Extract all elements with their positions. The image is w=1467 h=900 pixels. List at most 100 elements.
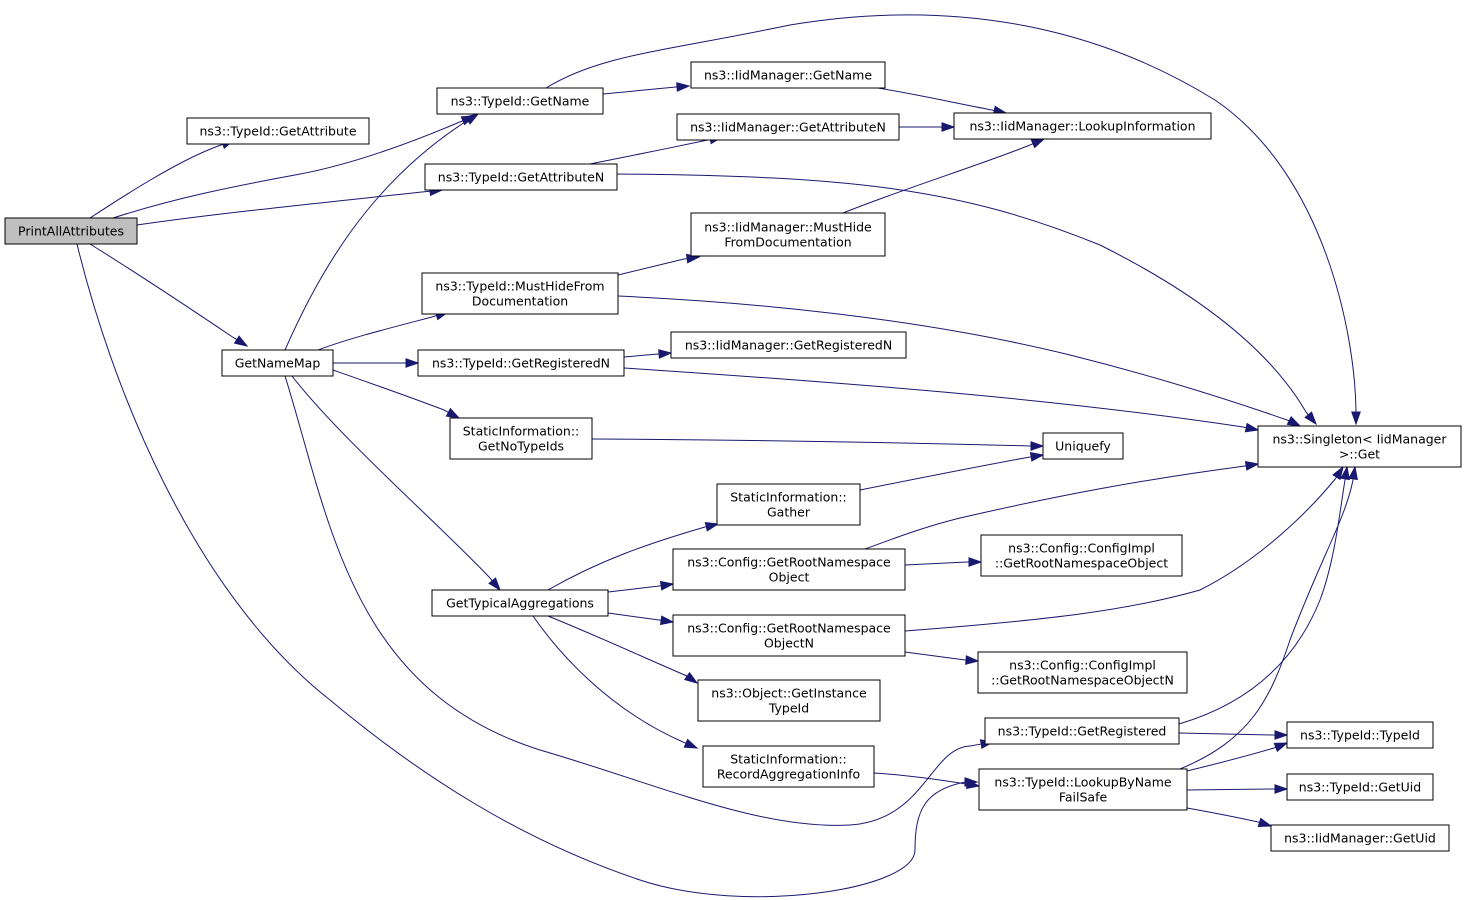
arrowhead-icon xyxy=(1244,461,1260,471)
node-box xyxy=(417,349,625,377)
arrowhead-icon xyxy=(683,738,699,749)
node-label: ns3::TypeId::GetRegistered xyxy=(998,724,1167,739)
arrowhead-icon xyxy=(1030,138,1046,149)
node-label: ns3::TypeId::GetUid xyxy=(1299,780,1421,795)
node-iidGetAttributeN[interactable]: ns3::IidManager::GetAttributeN xyxy=(676,113,900,141)
node-label: ns3::IidManager::MustHide xyxy=(704,220,872,235)
edge-mustHide-to-singletonGet xyxy=(617,295,1302,427)
node-label: ns3::TypeId::GetName xyxy=(451,94,590,109)
edge-line xyxy=(89,147,214,219)
edge-line xyxy=(617,295,1291,422)
node-label: GetTypicalAggregations xyxy=(446,596,594,611)
node-implRootNs[interactable]: ns3::Config::ConfigImpl::GetRootNamespac… xyxy=(980,534,1183,577)
edge-line xyxy=(607,612,660,621)
node-getAttributeN[interactable]: ns3::TypeId::GetAttributeN xyxy=(424,163,618,191)
edge-mustHide-to-iidMustHide xyxy=(617,253,701,276)
node-iidGetUid[interactable]: ns3::IidManager::GetUid xyxy=(1270,824,1450,852)
node-box xyxy=(690,61,886,89)
arrowhead-icon xyxy=(676,82,691,92)
edge-line xyxy=(136,191,423,226)
node-cfgRootNsN[interactable]: ns3::Config::GetRootNamespaceObjectN xyxy=(672,614,906,657)
arrowhead-icon xyxy=(658,349,673,359)
edge-line xyxy=(1186,747,1275,772)
edge-line xyxy=(1179,479,1354,770)
arrowhead-icon xyxy=(968,557,983,567)
edge-getNameMap-to-getTypicalAgg xyxy=(291,375,501,592)
node-box xyxy=(436,87,604,115)
edge-line xyxy=(1186,788,1274,791)
node-label: ns3::TypeId::TypeId xyxy=(1300,728,1420,743)
node-implRootNsN[interactable]: ns3::Config::ConfigImpl::GetRootNamespac… xyxy=(977,651,1188,694)
node-typeIdCtor[interactable]: ns3::TypeId::TypeId xyxy=(1286,721,1434,749)
edge-line-tail xyxy=(1305,411,1309,416)
edge-iidGetName-to-iidLookupInfo xyxy=(877,87,1008,116)
node-getNameMap[interactable]: GetNameMap xyxy=(221,349,334,377)
edge-getAttributeN-to-singletonGet xyxy=(616,173,1317,426)
node-box xyxy=(702,745,875,788)
edge-line xyxy=(1178,479,1346,725)
edge-print-to-getAttributeN xyxy=(136,186,444,226)
edge-line xyxy=(76,243,966,898)
node-getAttribute[interactable]: ns3::TypeId::GetAttribute xyxy=(186,117,370,145)
node-iidGetRegisteredN[interactable]: ns3::IidManager::GetRegisteredN xyxy=(670,331,907,359)
node-box xyxy=(431,589,609,617)
node-getRegisteredN[interactable]: ns3::TypeId::GetRegisteredN xyxy=(417,349,625,377)
node-label: ns3::Config::ConfigImpl xyxy=(1009,658,1156,673)
node-box xyxy=(221,349,334,377)
node-label: GetNoTypeIds xyxy=(478,439,564,454)
node-box xyxy=(1286,721,1434,749)
node-cfgRootNs[interactable]: ns3::Config::GetRootNamespaceObject xyxy=(672,548,906,591)
edge-line xyxy=(877,87,993,111)
edge-line-tail xyxy=(489,577,493,582)
node-uniquefy[interactable]: Uniquefy xyxy=(1042,432,1124,460)
node-label: ::GetRootNamespaceObject xyxy=(995,556,1168,571)
call-nodes: PrintAllAttributes ns3::TypeId::GetAttrib… xyxy=(4,61,1462,852)
node-typeIdGetUid[interactable]: ns3::TypeId::GetUid xyxy=(1286,773,1434,801)
node-staticGather[interactable]: StaticInformation::Gather xyxy=(716,483,861,526)
arrowhead-icon xyxy=(1340,465,1350,481)
node-box xyxy=(984,717,1180,745)
edge-cfgRootNs-to-implRootNs xyxy=(904,557,983,567)
edge-getRegisteredN-to-iidGetRegisteredN xyxy=(623,349,673,359)
edge-line-tail xyxy=(1242,426,1247,429)
node-label: ::GetRootNamespaceObjectN xyxy=(991,673,1174,688)
node-getRegistered[interactable]: ns3::TypeId::GetRegistered xyxy=(984,717,1180,745)
edge-line-tail xyxy=(461,119,469,125)
arrowhead-icon xyxy=(1029,452,1045,462)
edge-line xyxy=(617,258,685,276)
node-box xyxy=(672,614,906,657)
edge-line-tail xyxy=(421,190,431,193)
node-singletonGet[interactable]: ns3::Singleton< IidManager>::Get xyxy=(1257,425,1462,468)
edge-lookupByName-to-typeIdCtor xyxy=(1186,742,1289,772)
arrowhead-icon xyxy=(1286,416,1302,427)
node-getTypicalAgg[interactable]: GetTypicalAggregations xyxy=(431,589,609,617)
node-box xyxy=(1257,425,1462,468)
edge-lookupByName-to-singletonGet xyxy=(1179,465,1358,770)
node-label: ns3::IidManager::GetRegisteredN xyxy=(685,338,892,353)
edge-line xyxy=(589,140,704,165)
edge-getTypicalAgg-to-staticGather xyxy=(547,522,720,591)
edge-line xyxy=(291,375,491,579)
edge-line xyxy=(547,526,706,591)
node-iidGetName[interactable]: ns3::IidManager::GetName xyxy=(690,61,886,89)
edge-line xyxy=(1178,732,1274,736)
node-label: ns3::TypeId::LookupByName xyxy=(994,775,1171,790)
edge-line-tail xyxy=(431,315,437,318)
arrowhead-icon xyxy=(233,335,249,347)
node-getName[interactable]: ns3::TypeId::GetName xyxy=(436,87,604,115)
edge-line xyxy=(616,173,1307,413)
node-staticRecordAgg[interactable]: StaticInformation::RecordAggregationInfo xyxy=(702,745,875,788)
node-iidMustHide[interactable]: ns3::IidManager::MustHideFromDocumentati… xyxy=(690,212,886,257)
node-staticNoTypeIds[interactable]: StaticInformation::GetNoTypeIds xyxy=(449,417,593,460)
arrowhead-icon xyxy=(1030,441,1045,451)
edge-line xyxy=(591,438,1031,447)
arrowhead-icon xyxy=(1332,465,1344,481)
edge-getRegistered-to-typeIdCtor xyxy=(1178,730,1289,740)
node-iidLookupInfo[interactable]: ns3::IidManager::LookupInformation xyxy=(953,112,1212,140)
arrowhead-icon xyxy=(704,522,720,532)
node-label: ObjectN xyxy=(764,636,814,651)
node-print[interactable]: PrintAllAttributes xyxy=(4,217,138,245)
